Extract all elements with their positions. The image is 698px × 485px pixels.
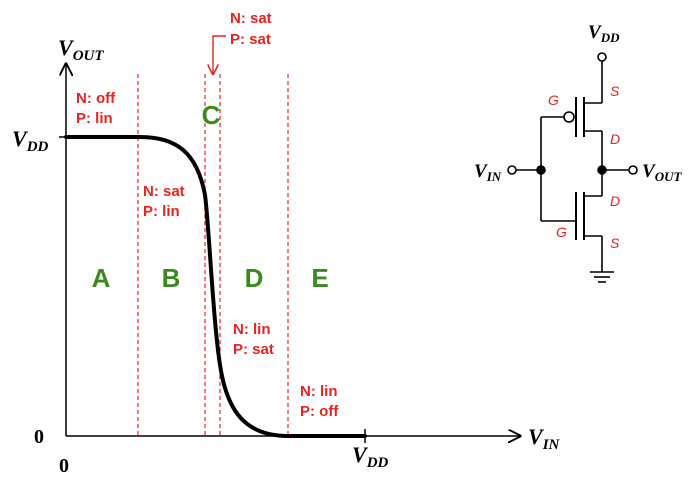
cmos-inverter-schematic (507, 52, 638, 283)
y-zero-label: 0 (34, 426, 44, 448)
y-vdd-label: VDD (12, 126, 49, 155)
region-label-a: A (92, 263, 111, 293)
pmos-gate-bubble (563, 111, 575, 123)
input-junction-dot (536, 165, 546, 175)
annotation-region-c: N: sat P: sat (230, 10, 272, 48)
circuit-vout-label: VOUT (642, 161, 682, 184)
svg-text:P: sat: P: sat (230, 31, 271, 48)
region-label-c: C (202, 100, 221, 130)
svg-text:P: lin: P: lin (76, 110, 113, 127)
svg-text:P: sat: P: sat (233, 341, 274, 358)
svg-text:N: sat: N: sat (230, 10, 272, 27)
region-label-e: E (311, 263, 328, 293)
annotation-region-b: N: sat P: lin (143, 183, 185, 220)
svg-text:N: sat: N: sat (143, 183, 185, 200)
x-axis-label: VIN (528, 424, 561, 453)
svg-text:N: lin: N: lin (233, 321, 271, 338)
pmos-source-label: S (610, 83, 620, 99)
svg-text:P: lin: P: lin (143, 203, 180, 220)
nmos-gate-label: G (556, 224, 567, 240)
region-label-b: B (162, 263, 181, 293)
ground-symbol-icon (590, 271, 614, 283)
transfer-curve (64, 135, 367, 438)
vout-terminal (628, 165, 638, 175)
nmos-source-label: S (610, 235, 620, 251)
annotation-region-a: N: off P: lin (76, 90, 116, 127)
nmos-drain-label: D (610, 193, 620, 209)
vin-terminal (507, 165, 517, 175)
circuit-vdd-label: VDD (588, 22, 620, 45)
region-label-d: D (245, 263, 264, 293)
annotation-region-e: N: lin P: off (300, 383, 339, 420)
pmos-gate-label: G (548, 92, 559, 108)
x-vdd-label: VDD (352, 442, 389, 471)
vdd-terminal (597, 52, 607, 62)
circuit-vin-label: VIN (474, 161, 502, 184)
y-axis-label: VOUT (58, 35, 104, 64)
annotation-region-d: N: lin P: sat (233, 321, 274, 358)
region-c-pointer-arrow (213, 35, 226, 74)
svg-text:N: off: N: off (76, 90, 116, 107)
pmos-drain-label: D (610, 131, 620, 147)
svg-text:N: lin: N: lin (300, 383, 338, 400)
svg-text:P: off: P: off (300, 403, 339, 420)
x-zero-label: 0 (59, 455, 69, 477)
